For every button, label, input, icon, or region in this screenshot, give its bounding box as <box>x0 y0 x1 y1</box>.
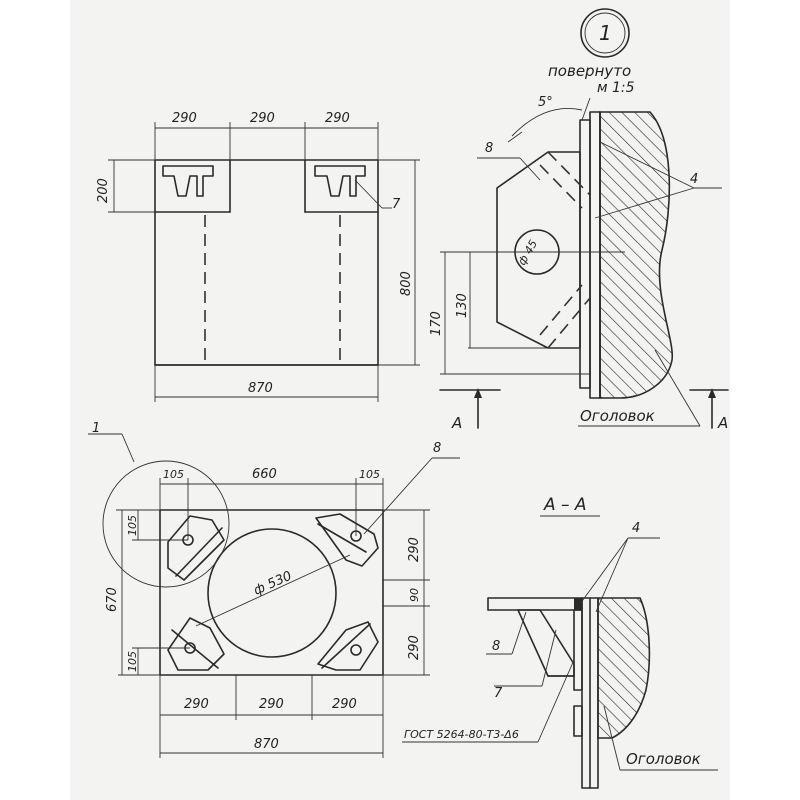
front-dim-top-1: 290 <box>172 111 197 126</box>
front-dim-800: 800 <box>399 271 414 296</box>
stiffener-right <box>314 165 366 197</box>
detail-label-4: 4 <box>690 172 698 187</box>
front-dim-top-3: 290 <box>325 111 350 126</box>
section-head-hatched <box>597 597 651 739</box>
note-turned: повернуто <box>548 62 631 80</box>
front-dim-870: 870 <box>248 381 273 396</box>
front-view: 290 290 290 200 800 870 7 <box>96 111 420 402</box>
hole-530 <box>207 528 337 658</box>
detail-label-8: 8 <box>485 141 493 156</box>
plan-callout-circle <box>102 460 230 588</box>
front-label-7: 7 <box>392 197 401 212</box>
plan-view: ф 530 105 660 105 <box>88 421 460 758</box>
plan-label-8: 8 <box>433 441 441 456</box>
plan-dim-90: 90 <box>408 588 421 602</box>
section-view: А – А 4 8 7 ГОСТ 5264-80-Т3-Δ6 Оголовок <box>402 495 718 789</box>
section-head-label: Оголовок <box>626 750 701 768</box>
section-mark-left: A <box>451 414 462 432</box>
plan-dim-bottom-2: 290 <box>259 697 284 712</box>
plan-dim-290-r2: 290 <box>407 635 422 660</box>
plan-dim-bottom-3: 290 <box>332 697 357 712</box>
plan-dim-105-b: 105 <box>359 468 380 481</box>
plan-dim-bottom-1: 290 <box>184 697 209 712</box>
plan-dim-105-left-low: 105 <box>126 651 139 672</box>
corner-stiffener-tr <box>315 513 379 567</box>
plan-dim-670: 670 <box>105 587 120 612</box>
detail-head-label: Оголовок <box>580 407 655 425</box>
detail-dim-130: 130 <box>455 293 470 318</box>
plan-plate-outline <box>159 509 384 676</box>
callout-number: 1 <box>599 21 612 45</box>
front-dim-200: 200 <box>96 178 111 203</box>
plan-dim-290-r1: 290 <box>407 537 422 562</box>
plan-dim-105-left: 105 <box>126 515 139 536</box>
plan-callout-ref: 1 <box>92 421 100 436</box>
head-hatched <box>599 111 674 399</box>
section-title: А – А <box>543 495 587 515</box>
section-label-8: 8 <box>492 639 500 654</box>
plan-dim-660: 660 <box>252 467 277 482</box>
detail-angle: 5° <box>538 95 553 110</box>
front-dim-top-2: 290 <box>250 111 275 126</box>
detail-callout: 1 повернуто м 1:5 <box>548 8 635 96</box>
detail-dim-170: 170 <box>429 311 444 336</box>
detail-view: ф 45 130 170 5° 8 4 A A Огол <box>429 95 729 432</box>
section-label-7: 7 <box>494 686 503 701</box>
section-mark-right: A <box>717 414 728 432</box>
note-scale: м 1:5 <box>597 80 635 96</box>
stiffener-left <box>162 165 214 197</box>
section-weld-standard: ГОСТ 5264-80-Т3-Δ6 <box>404 728 519 741</box>
plan-dim-870: 870 <box>254 737 279 752</box>
corner-stiffener-br <box>317 621 379 671</box>
section-label-4: 4 <box>632 521 640 536</box>
plan-dim-105-a: 105 <box>163 468 184 481</box>
